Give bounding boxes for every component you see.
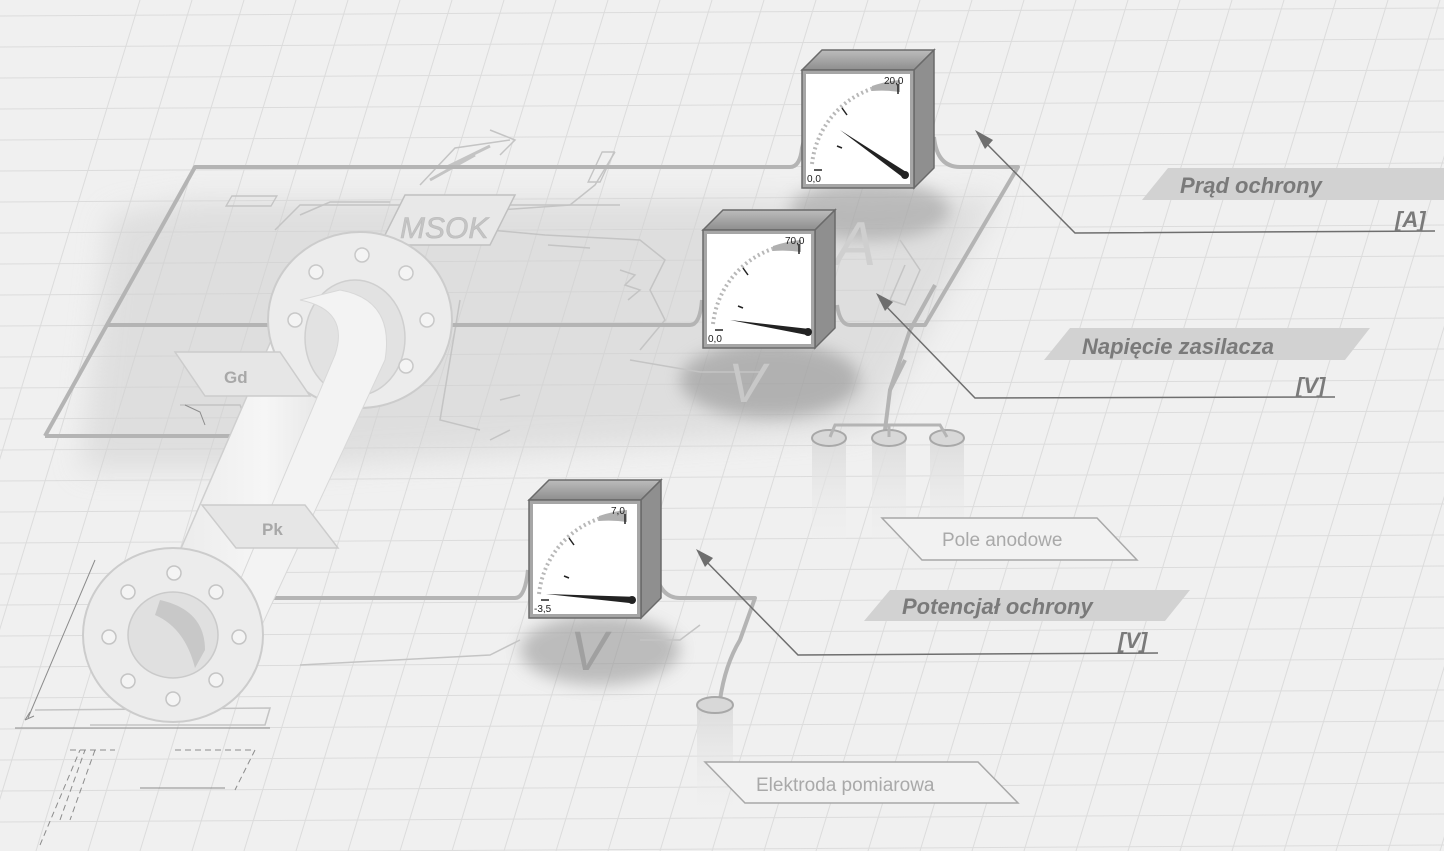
measuring-electrode — [696, 696, 734, 825]
near-flange — [82, 547, 264, 723]
pipe-tag: Pk — [200, 504, 340, 549]
pipeline — [82, 231, 453, 723]
current-name: Prąd ochrony — [1180, 173, 1324, 198]
meter-voltage: 0,0 70,0 — [701, 208, 837, 350]
meter-current-max: 20,0 — [884, 76, 904, 87]
ground-tag: Gd — [173, 351, 312, 397]
callout-lines — [699, 136, 1436, 656]
electrode-text: Elektroda pomiarowa — [756, 775, 935, 796]
potential-unit: [V] — [1117, 628, 1148, 653]
ground-label: Gd — [224, 368, 248, 387]
voltage-name: Napięcie zasilacza — [1082, 334, 1274, 359]
voltage-unit: [V] — [1295, 373, 1326, 398]
label-current: Prąd ochrony [A] — [1142, 168, 1444, 232]
meter-potential-needle — [546, 594, 633, 604]
label-voltage: Napięcie zasilacza [V] — [1044, 328, 1370, 398]
faint-v-label-2: V — [570, 619, 612, 682]
meter-potential: -3,5 7,0 — [527, 478, 663, 620]
label-anode-field: Pole anodowe — [880, 517, 1139, 561]
callout-arrows — [696, 130, 993, 567]
meter-potential-min: -3,5 — [534, 604, 552, 615]
regulator-msok: MSOK — [378, 194, 517, 246]
anode-rod-1 — [811, 429, 847, 558]
meter-voltage-min: 0,0 — [708, 334, 722, 345]
dimension-lines — [15, 404, 270, 846]
label-potential: Potencjał ochrony [V] — [864, 590, 1190, 653]
meter-voltage-max: 70,0 — [785, 236, 805, 247]
meter-voltage-needle — [730, 320, 809, 336]
meters: 0,0 20,0 0,0 70,0 -3,5 7,0 — [527, 48, 936, 620]
potential-name: Potencjał ochrony — [902, 594, 1094, 619]
faint-v-label-1: V — [728, 351, 770, 414]
pipe-label: Pk — [262, 520, 283, 539]
meter-current-needle — [840, 130, 907, 178]
meter-potential-max: 7,0 — [611, 506, 625, 517]
meter-current: 0,0 20,0 — [800, 48, 936, 190]
current-unit: [A] — [1394, 207, 1426, 232]
anode-field-text: Pole anodowe — [942, 530, 1062, 551]
label-electrode: Elektroda pomiarowa — [703, 761, 1020, 804]
regulator-label: MSOK — [400, 212, 490, 245]
meter-current-min: 0,0 — [807, 174, 821, 185]
faint-a-label: A — [831, 210, 876, 279]
